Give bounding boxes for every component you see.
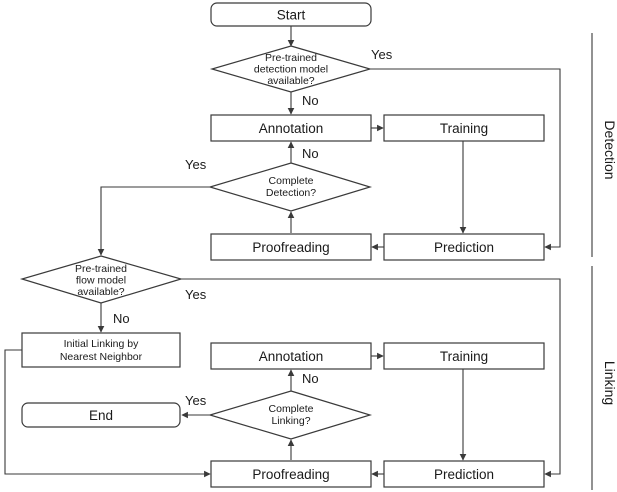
pretrained-flow-decision: Pre-trained flow model available? <box>19 255 184 304</box>
pretrained-detection-label-2: detection model <box>254 64 328 76</box>
link-training-node: Training <box>383 342 545 370</box>
det-training-label: Training <box>440 121 488 136</box>
edge-flow-model-yes <box>181 278 561 478</box>
det-prediction-label: Prediction <box>434 240 494 255</box>
complete-detection-label-2: Detection? <box>266 187 316 199</box>
flow-model-yes-label: Yes <box>185 287 207 302</box>
complete-link-no-label: No <box>302 371 319 386</box>
link-training-label: Training <box>440 349 488 364</box>
complete-detection-label-1: Complete <box>269 175 314 187</box>
initial-linking-label-1: Initial Linking by <box>64 338 139 350</box>
complete-link-yes-label: Yes <box>185 393 207 408</box>
pretrained-detection-label-3: available? <box>267 75 314 87</box>
flow-model-no-label: No <box>113 311 130 326</box>
pretrained-flow-label-2: flow model <box>76 275 126 287</box>
det-training-node: Training <box>383 114 545 142</box>
detection-section-label: Detection <box>602 120 617 179</box>
det-prediction-node: Prediction <box>383 233 545 261</box>
end-node: End <box>21 402 181 428</box>
edge-initial-linking-to-proofreading <box>4 349 211 478</box>
complete-det-yes-label: Yes <box>185 157 207 172</box>
det-proofreading-label: Proofreading <box>252 240 329 255</box>
complete-detection-decision: Complete Detection? <box>207 162 373 212</box>
pretrained-detection-label-1: Pre-trained <box>265 52 317 64</box>
link-annotation-label: Annotation <box>259 349 324 364</box>
det-model-no-label: No <box>302 93 319 108</box>
pretrained-flow-label-3: available? <box>77 286 124 298</box>
link-prediction-label: Prediction <box>434 467 494 482</box>
edge-det-model-yes <box>370 68 561 251</box>
link-prediction-node: Prediction <box>383 460 545 488</box>
start-label: Start <box>277 8 306 23</box>
link-annotation-node: Annotation <box>210 342 372 370</box>
initial-linking-node: Initial Linking by Nearest Neighbor <box>21 332 181 368</box>
complete-linking-decision: Complete Linking? <box>207 390 373 440</box>
det-model-yes-label: Yes <box>371 47 393 62</box>
pretrained-detection-decision: Pre-trained detection model available? <box>209 45 373 93</box>
det-annotation-label: Annotation <box>259 121 324 136</box>
end-label: End <box>89 408 113 423</box>
complete-det-no-label: No <box>302 146 319 161</box>
linking-section-label: Linking <box>602 361 617 405</box>
link-proofreading-node: Proofreading <box>210 460 372 488</box>
complete-linking-label-1: Complete <box>269 403 314 415</box>
edge-complete-det-yes <box>97 186 210 256</box>
start-node: Start <box>210 2 372 27</box>
complete-linking-label-2: Linking? <box>271 415 310 427</box>
det-proofreading-node: Proofreading <box>210 233 372 261</box>
link-proofreading-label: Proofreading <box>252 467 329 482</box>
det-annotation-node: Annotation <box>210 114 372 142</box>
initial-linking-label-2: Nearest Neighbor <box>60 351 143 363</box>
pretrained-flow-label-1: Pre-trained <box>75 263 127 275</box>
